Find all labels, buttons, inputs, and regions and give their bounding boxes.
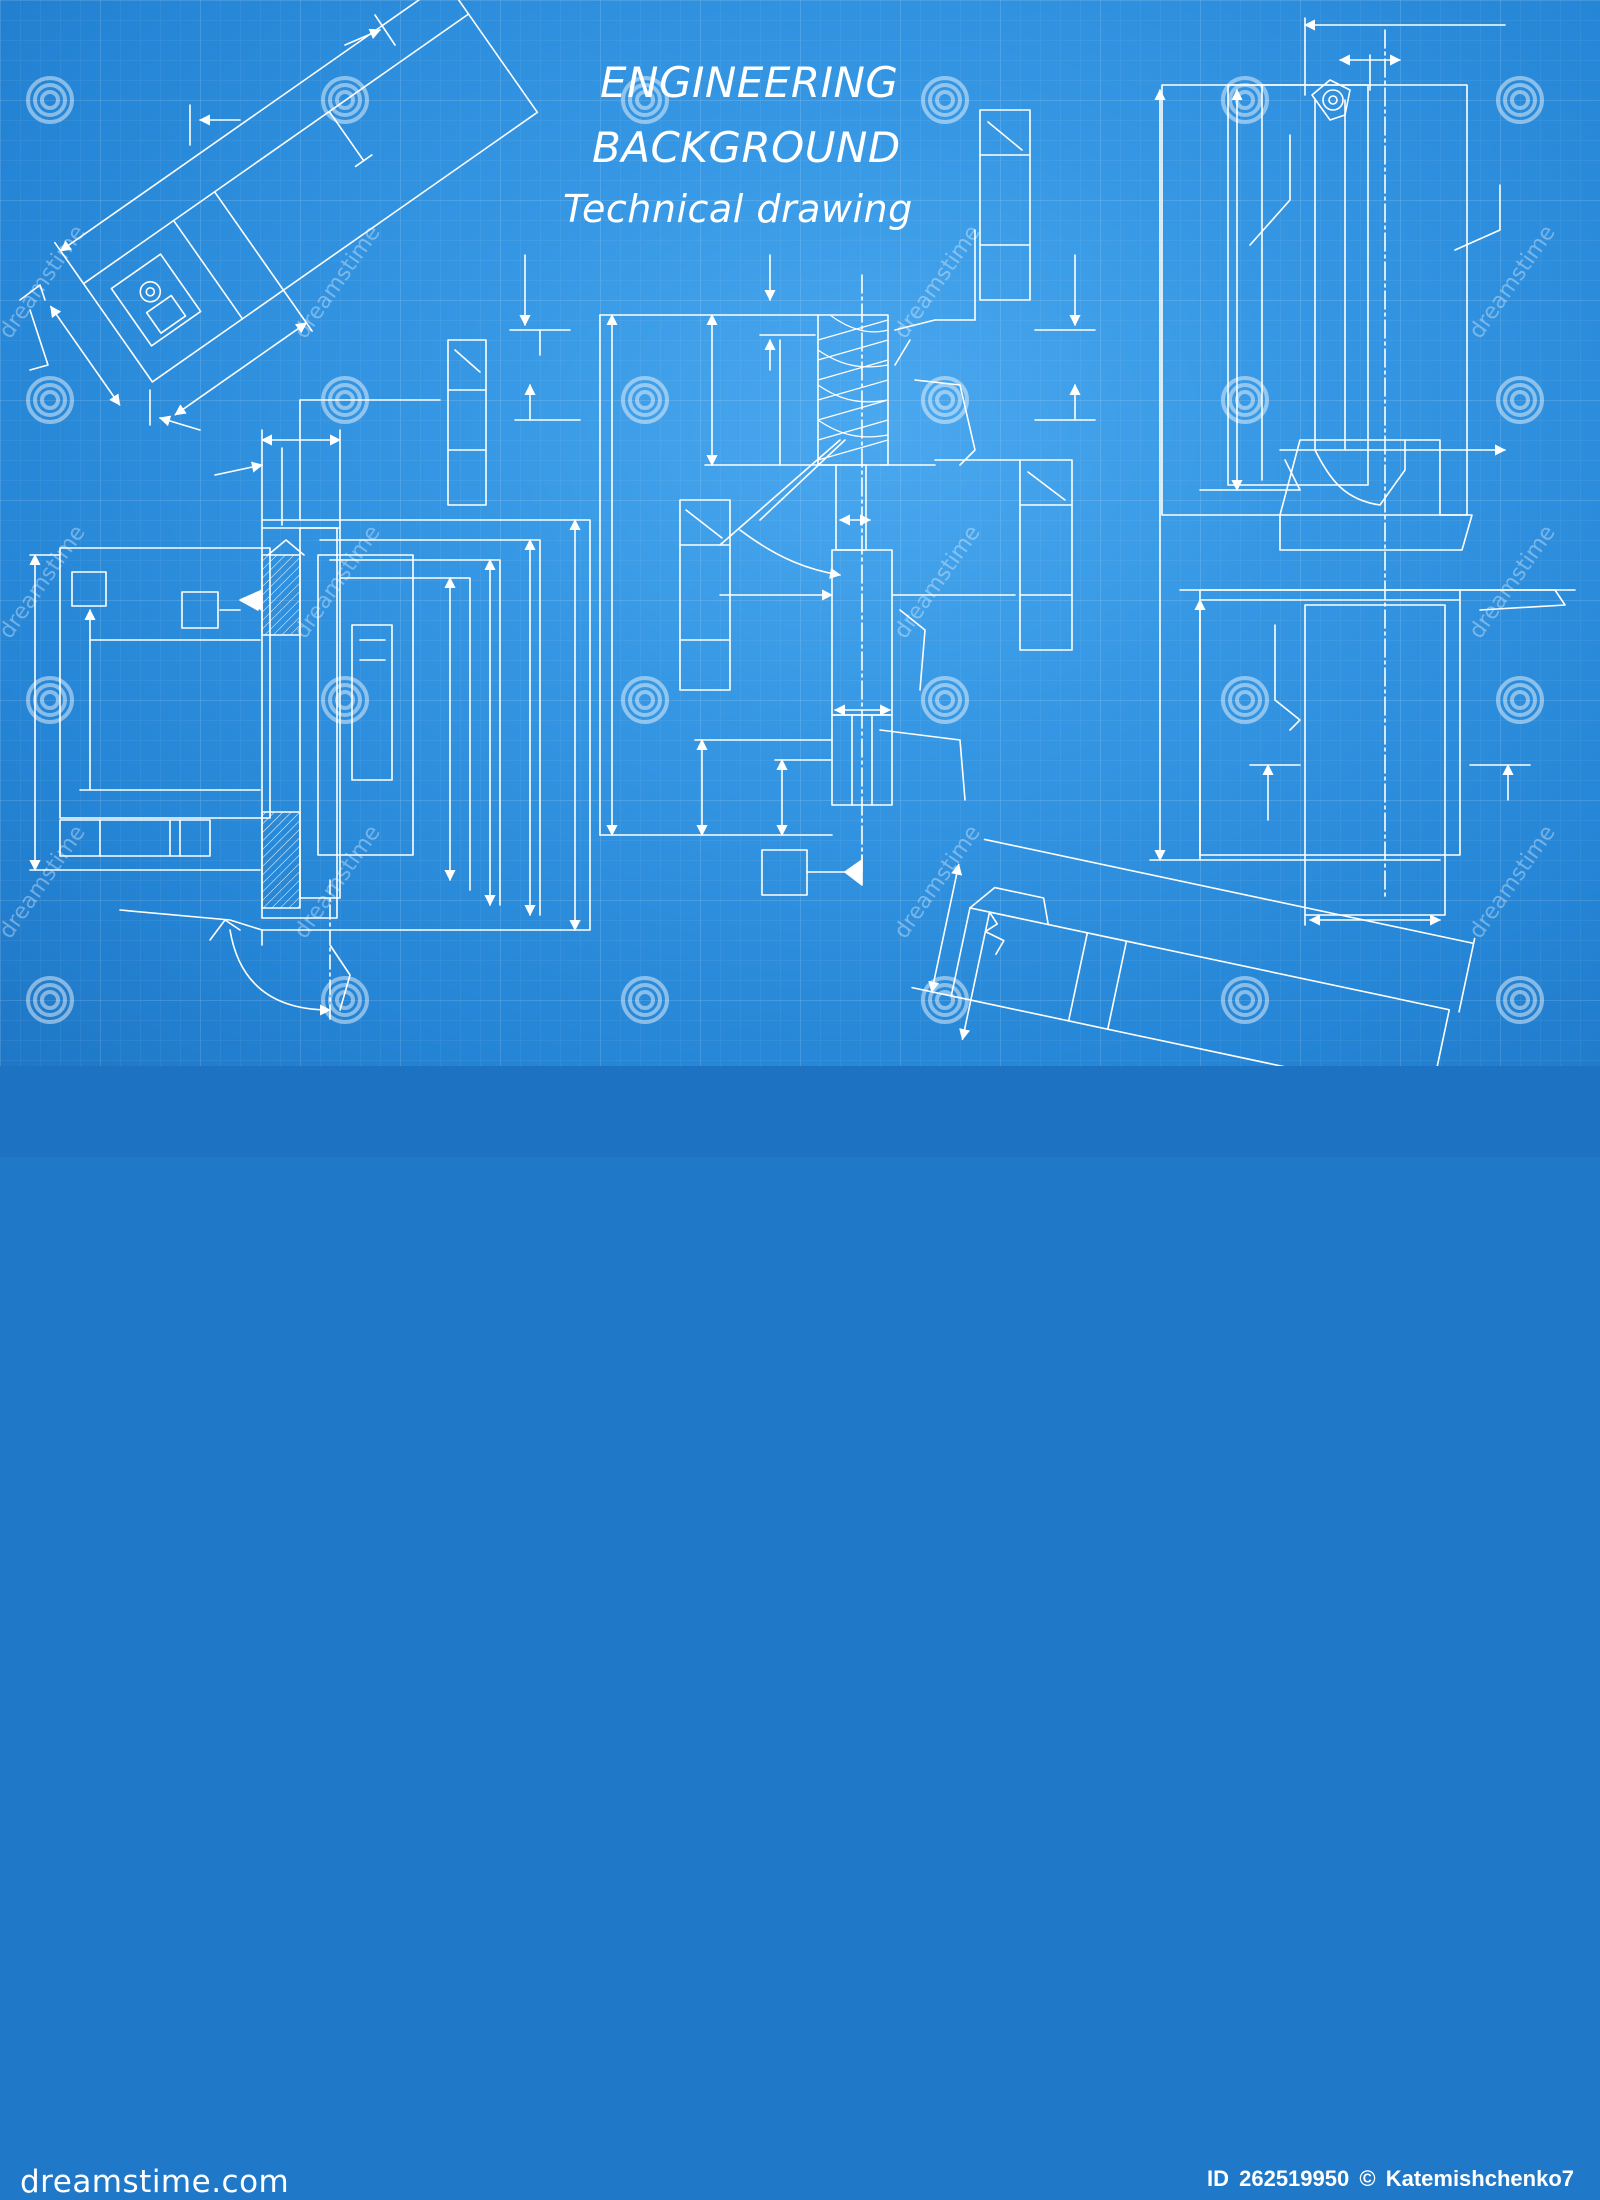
title-engineering: ENGINEERING (600, 58, 899, 107)
dreamstime-logo[interactable]: dreamstime.com (20, 2164, 290, 2200)
copyright-symbol: © (1359, 2166, 1376, 2191)
image-id: 262519950 (1239, 2166, 1350, 2191)
image-credit: ID 262519950 © Katemishchenko7 (1207, 2166, 1578, 2192)
dreamstime-spiral-icon (1221, 976, 1269, 1024)
title-background: BACKGROUND (592, 123, 901, 172)
dreamstime-spiral-icon (921, 76, 969, 124)
dreamstime-spiral-icon (621, 676, 669, 724)
drill-tap-drawing (509, 109, 1096, 896)
dreamstime-spiral-icon (1496, 676, 1544, 724)
title-technical-drawing: Technical drawing (563, 187, 913, 231)
cutter-holder-drawing (911, 838, 1476, 1066)
id-label: ID (1206, 2166, 1229, 2191)
dreamstime-spiral-icon (921, 676, 969, 724)
dreamstime-spiral-icon (621, 76, 669, 124)
angled-tool-holder-drawing (19, 0, 539, 431)
dreamstime-spiral-icon (621, 376, 669, 424)
author-name[interactable]: Katemishchenko7 (1385, 2166, 1574, 2191)
boring-bar-drawing (1149, 17, 1576, 926)
dreamstime-spiral-icon (921, 376, 969, 424)
dreamstime-spiral-icon (1496, 76, 1544, 124)
dreamstime-spiral-icon (621, 976, 669, 1024)
dreamstime-spiral-icon (1496, 376, 1544, 424)
dreamstime-spiral-icon (1496, 976, 1544, 1024)
dreamstime-spiral-icon (26, 976, 74, 1024)
dreamstime-spiral-icon (1221, 676, 1269, 724)
footer-bar: dreamstime.com ID 262519950 © Katemishch… (0, 1066, 1600, 2200)
fixture-assembly-drawing (29, 339, 591, 1021)
